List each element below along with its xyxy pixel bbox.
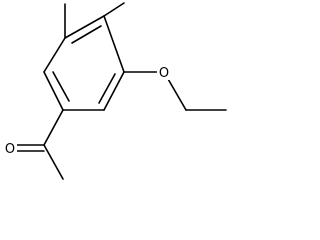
ether-oxygen-label: O	[159, 66, 169, 81]
acetyl-bond-ring	[43, 109, 64, 146]
ring-bond-c5-c6	[43, 71, 64, 111]
acetyl-methyl-bond	[43, 144, 64, 180]
ether-oxygen-background	[157, 63, 171, 80]
ring-bond-c2-c3	[103, 15, 125, 73]
methyl-bond-right	[103, 2, 125, 17]
ring-double-bond-inner-right	[98, 73, 116, 104]
ring-bond-c3-c4	[103, 71, 125, 111]
carbonyl-oxygen-label: O	[5, 142, 15, 157]
structure-diagram: O O	[3, 2, 227, 180]
carbonyl-oxygen-background	[3, 139, 17, 156]
ring-double-bond-inner-left	[52, 71, 70, 102]
ring-bond-c6-c1	[43, 37, 66, 73]
ring-bond-c1-c2	[64, 15, 105, 39]
ring-double-bond-inner-top	[71, 25, 102, 44]
